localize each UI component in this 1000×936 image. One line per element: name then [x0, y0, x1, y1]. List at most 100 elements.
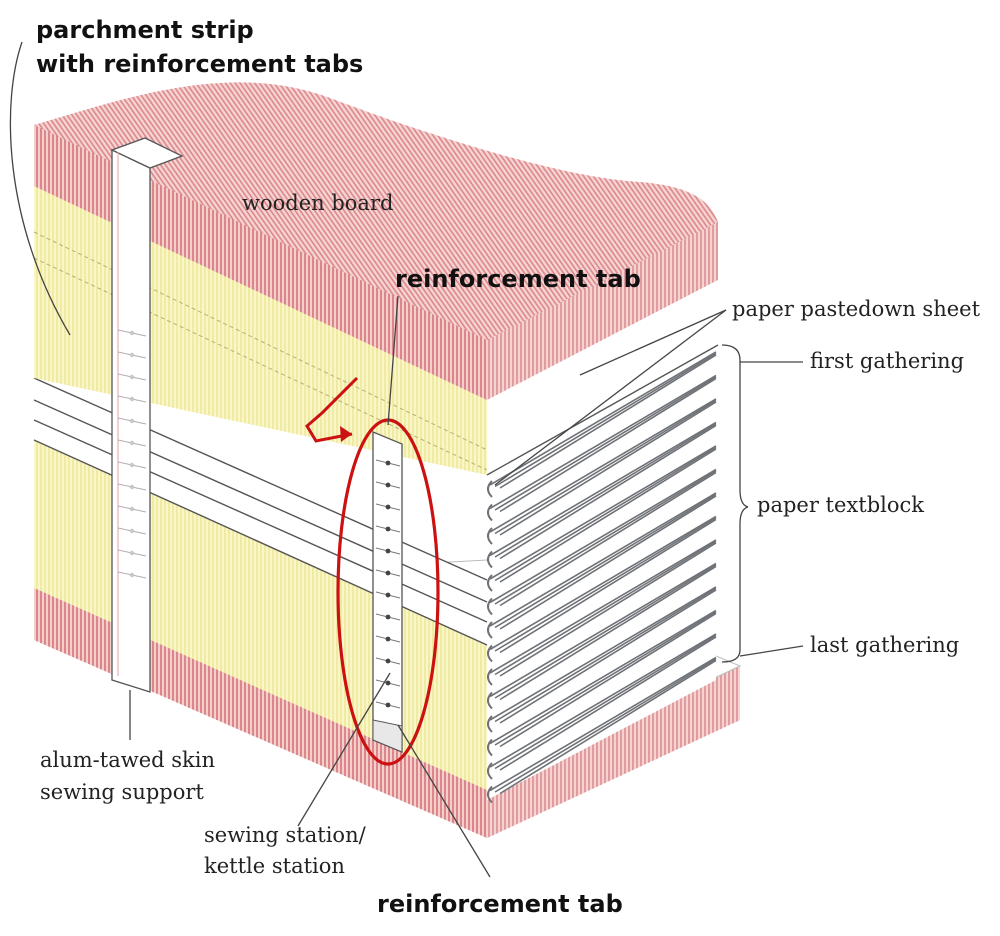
label-reinforcement-tab-bottom: reinforcement tab	[377, 890, 623, 918]
label-first-gathering: first gathering	[810, 349, 964, 373]
strip-stitches	[117, 329, 147, 579]
gathering-fold-line	[494, 446, 717, 582]
gathering-fold-line	[499, 636, 717, 771]
gathering-fold-line	[489, 515, 717, 651]
gathering-fold-curve	[487, 480, 493, 498]
tab-stitch-hole	[385, 570, 391, 576]
tab-stitch-hole	[385, 526, 391, 532]
gathering-fold-curve	[487, 691, 493, 710]
strip-stitch-hole	[129, 506, 135, 512]
label-parchment-strip-2: with reinforcement tabs	[36, 50, 363, 78]
reinforcement-tab-center	[372, 431, 403, 753]
gathering-fold-line	[494, 540, 717, 676]
gathering-fold-curve	[487, 738, 493, 757]
label-paper-textblock: paper textblock	[757, 493, 924, 517]
gathering-fold-line	[494, 493, 717, 629]
paper-pastedown-sheet	[486, 280, 719, 476]
gatherings-group	[487, 351, 717, 804]
gathering-fold-line	[499, 495, 717, 630]
tab-stitch-hole	[385, 482, 391, 488]
gathering-fold-line	[499, 354, 717, 489]
gathering-fold-line	[494, 376, 717, 511]
gathering-fold-line	[489, 633, 717, 768]
gathering-fold-line	[499, 518, 717, 654]
label-sewing-station-2: kettle station	[204, 854, 345, 878]
gathering-fold-line	[494, 470, 717, 605]
gathering-fold-line	[499, 424, 717, 560]
strip-stitch-hole	[129, 352, 135, 358]
gathering-fold-line	[499, 471, 717, 607]
gathering-fold-line	[499, 589, 717, 724]
gathering-fold-line	[489, 562, 717, 698]
gathering-fold-curve	[487, 550, 493, 569]
label-alum-tawed-1: alum-tawed skin	[40, 748, 215, 772]
gathering-fold-line	[489, 398, 717, 533]
gathering-fold-line	[494, 517, 717, 652]
gathering-fold-line	[489, 468, 717, 604]
gathering-fold-line	[489, 609, 717, 745]
gathering-fold-curve	[487, 527, 493, 545]
strip-stitch-hole	[129, 528, 135, 534]
label-parchment-strip-1: parchment strip	[36, 16, 254, 44]
gathering-fold-curve	[487, 668, 493, 686]
gathering-fold-line	[494, 352, 717, 488]
gathering-fold-line	[489, 492, 717, 627]
gathering-fold-line	[494, 564, 717, 699]
strip-stitch-hole	[129, 396, 135, 402]
gathering-fold-curve	[487, 644, 493, 663]
tab-stitch-hole	[385, 548, 391, 554]
gathering-fold-curve	[487, 621, 493, 639]
red-arrowhead	[340, 426, 352, 442]
gathering-fold-line	[499, 448, 717, 583]
tab-stitch-hole	[385, 636, 391, 642]
strip-stitch-hole	[129, 418, 135, 424]
tab-stitch-hole	[385, 658, 391, 664]
gathering-fold-line	[494, 399, 717, 535]
gathering-fold-line	[494, 611, 717, 746]
gathering-fold-line	[499, 401, 717, 536]
strip-stitch-hole	[129, 550, 135, 556]
gathering-fold-line	[499, 659, 717, 795]
gathering-fold-line	[499, 542, 717, 677]
tab-stitch-hole	[385, 592, 391, 598]
label-alum-tawed-2: sewing support	[40, 780, 204, 804]
strip-stitch-hole	[129, 374, 135, 380]
red-arrow	[305, 376, 359, 443]
strip-stitch-hole	[129, 440, 135, 446]
gathering-fold-line	[494, 423, 717, 558]
gathering-fold-curve	[487, 574, 493, 592]
strip-stitch-hole	[129, 484, 135, 490]
tab-stitch-hole	[385, 680, 391, 686]
gathering-fold-line	[489, 445, 717, 580]
gathering-fold-curve	[487, 503, 493, 522]
leader-lines	[9, 41, 804, 878]
gathering-fold-curve	[487, 597, 493, 616]
tab-stitch-hole	[385, 460, 391, 466]
gathering-fold-line	[499, 612, 717, 748]
tab-stitch-hole	[385, 702, 391, 708]
label-wooden-board: wooden board	[242, 191, 393, 215]
gathering-fold-line	[489, 539, 717, 674]
paper-textblock	[487, 345, 717, 804]
gathering-fold-line	[494, 658, 717, 793]
label-sewing-station-1: sewing station/	[204, 823, 367, 847]
gathering-fold-curve	[487, 762, 493, 780]
tab-stitch-hole	[385, 504, 391, 510]
gathering-fold-line	[489, 374, 717, 510]
tab-stitches	[375, 459, 401, 709]
gathering-fold-line	[499, 377, 717, 513]
strip-stitch-hole	[129, 462, 135, 468]
strip-stitch-hole	[129, 572, 135, 578]
gathering-fold-line	[489, 421, 717, 557]
label-paper-pastedown-sheet: paper pastedown sheet	[732, 297, 981, 321]
gathering-fold-line	[489, 656, 717, 792]
gathering-fold-curve	[487, 785, 493, 804]
label-reinforcement-tab-top: reinforcement tab	[395, 265, 641, 293]
parchment-strip	[110, 137, 184, 693]
gathering-fold-line	[499, 565, 717, 701]
gathering-fold-line	[489, 586, 717, 721]
gathering-fold-curve	[487, 715, 493, 733]
gathering-fold-line	[494, 587, 717, 723]
tab-stitch-hole	[385, 614, 391, 620]
